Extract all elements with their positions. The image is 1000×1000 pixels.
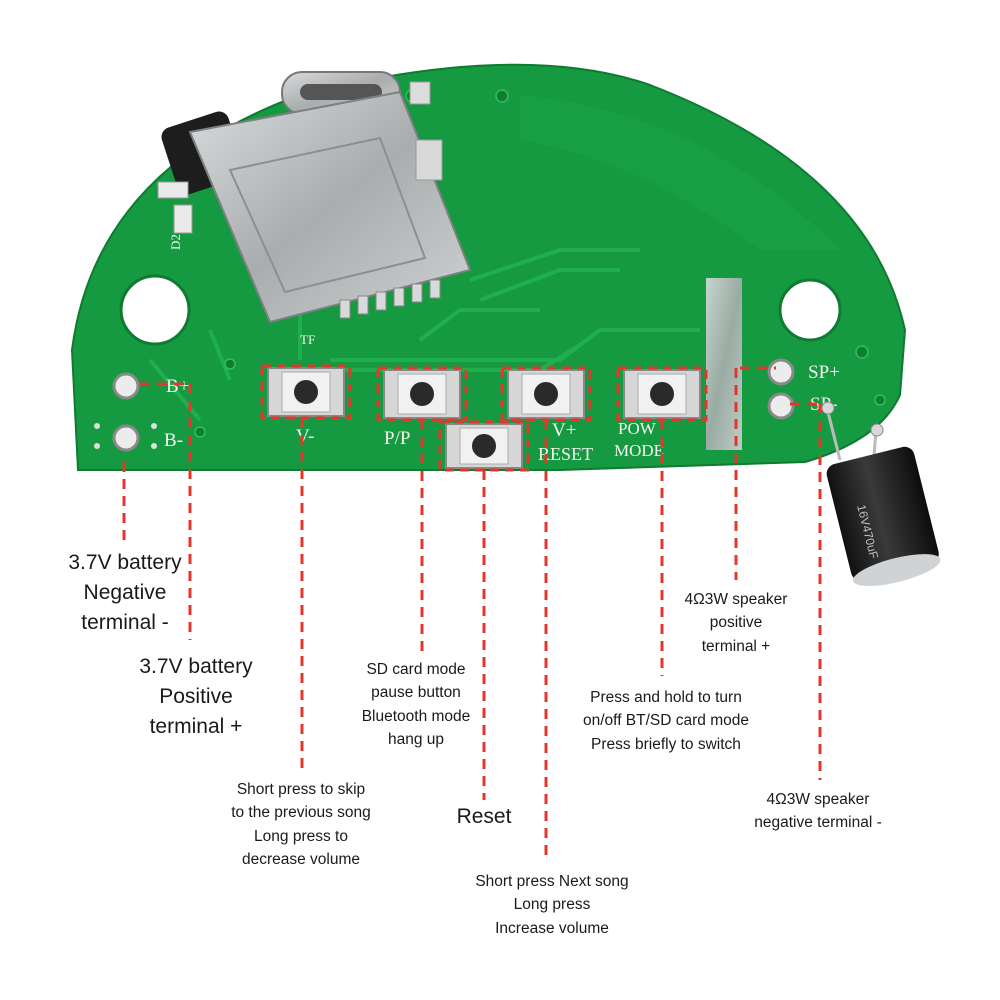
label-speaker-negative: 4Ω3W speaker negative terminal - — [754, 791, 882, 832]
label-reset: Reset — [456, 805, 512, 828]
button-pp[interactable] — [383, 369, 461, 419]
sd-card-slot — [188, 90, 472, 324]
leader-lines — [122, 366, 822, 862]
silk-b-minus: B- — [164, 430, 183, 451]
silk-mode: MODE — [614, 441, 664, 460]
silk-d2: D2 — [168, 234, 183, 250]
silk-tf: TF — [300, 332, 315, 347]
silk-v-plus: V+ — [552, 420, 576, 441]
battery-pads — [94, 372, 157, 452]
button-v-plus[interactable] — [507, 369, 585, 419]
button-v-minus[interactable] — [267, 367, 345, 417]
silk-v-minus: V- — [296, 426, 314, 447]
label-pp-button: SD card mode pause button Bluetooth mode… — [361, 661, 471, 748]
silk-pp: P/P — [384, 428, 410, 449]
smd-components — [157, 81, 443, 234]
label-battery-positive: 3.7V battery Positive terminal + — [139, 655, 253, 738]
button-reset[interactable] — [445, 423, 523, 469]
silk-b-plus: B+ — [166, 376, 189, 397]
label-v-plus-button: Short press Next song Long press Increas… — [475, 873, 629, 937]
label-speaker-positive: 4Ω3W speaker positive terminal + — [684, 591, 788, 655]
label-battery-negative: 3.7V battery Negative terminal - — [68, 551, 182, 634]
silk-sp-plus: SP+ — [808, 362, 840, 383]
button-pow-mode[interactable] — [623, 369, 701, 419]
capacitor: 16V470uF — [821, 401, 941, 587]
label-pow-mode-button: Press and hold to turn on/off BT/SD card… — [583, 689, 749, 753]
mounting-hole-left — [119, 274, 191, 346]
speaker-pads — [767, 358, 795, 420]
mounting-hole-right — [778, 278, 842, 342]
label-v-minus-button: Short press to skip to the previous song… — [231, 781, 371, 868]
silk-reset: RESET — [538, 444, 593, 464]
silk-pow: POW — [618, 419, 657, 438]
